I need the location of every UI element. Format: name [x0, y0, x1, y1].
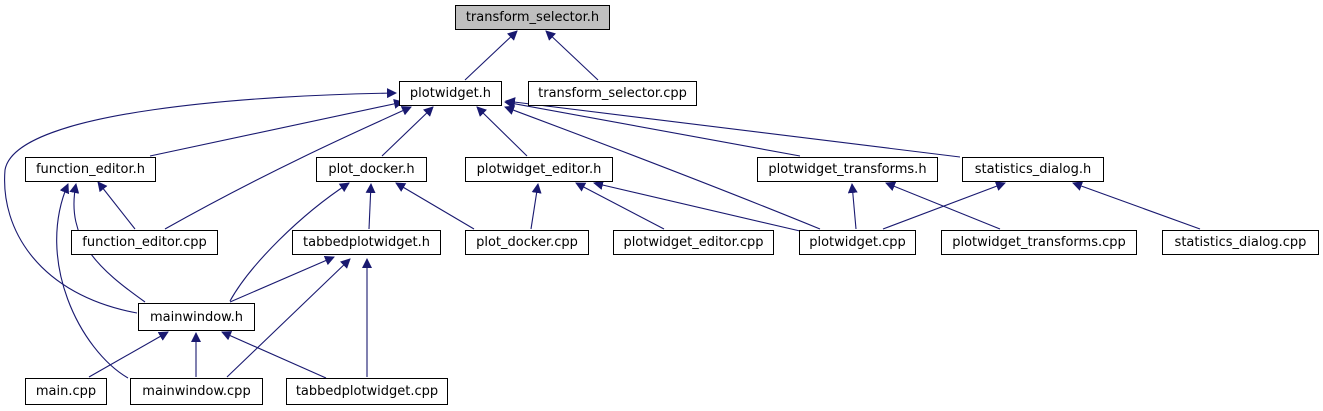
node-plotwidget-cpp[interactable]: plotwidget.cpp [799, 230, 916, 255]
node-label: plotwidget_editor.h [476, 162, 602, 177]
edge-statistics-dialog-h-to-plotwidget-h [505, 97, 961, 158]
node-mainwindow-h[interactable]: mainwindow.h [138, 303, 255, 331]
node-statistics-dialog-h[interactable]: statistics_dialog.h [962, 157, 1104, 182]
edge-plotwidget-transforms-h-to-plotwidget-h [504, 98, 801, 157]
edge-plotwidget-h-to-transform-selector-h [464, 30, 518, 81]
edge-transform-selector-cpp-to-transform-selector-h [545, 30, 599, 81]
node-label: transform_selector.cpp [538, 86, 687, 101]
edge-plot-docker-cpp-to-plotwidget-editor-h [530, 183, 542, 230]
edge-main-cpp-to-mainwindow-h [88, 331, 169, 378]
node-label: main.cpp [35, 384, 97, 399]
node-main-cpp[interactable]: main.cpp [25, 378, 107, 405]
node-label: function_editor.h [35, 162, 146, 177]
edge-function-editor-h-to-plotwidget-h [149, 98, 404, 157]
edge-tabbedplotwidget-h-to-plot-docker-h [365, 183, 376, 230]
node-plotwidget-transforms-h[interactable]: plotwidget_transforms.h [757, 157, 938, 182]
edge-mainwindow-h-to-tabbedplotwidget-h [229, 255, 335, 303]
edge-function-editor-cpp-to-function-editor-h [97, 181, 136, 230]
node-plotwidget-editor-h[interactable]: plotwidget_editor.h [465, 157, 613, 182]
node-plot-docker-h[interactable]: plot_docker.h [316, 157, 427, 182]
node-label: plotwidget.cpp [809, 235, 906, 250]
edge-mainwindow-h-to-plotwidget-h [4, 88, 397, 314]
node-transform-selector-cpp[interactable]: transform_selector.cpp [528, 81, 697, 106]
edge-plot-docker-cpp-to-plot-docker-h [395, 182, 475, 230]
node-label: plotwidget_transforms.h [768, 162, 927, 177]
node-label: mainwindow.h [150, 309, 243, 325]
edge-plotwidget-cpp-to-plotwidget-editor-h [593, 180, 801, 232]
node-mainwindow-cpp[interactable]: mainwindow.cpp [130, 378, 263, 405]
node-transform-selector-h: transform_selector.h [455, 5, 610, 30]
node-statistics-dialog-cpp[interactable]: statistics_dialog.cpp [1162, 230, 1319, 255]
node-plotwidget-transforms-cpp[interactable]: plotwidget_transforms.cpp [941, 230, 1137, 255]
node-tabbedplotwidget-cpp[interactable]: tabbedplotwidget.cpp [286, 378, 448, 405]
edge-plotwidget-cpp-to-plotwidget-transforms-h [847, 183, 858, 230]
edge-plotwidget-editor-h-to-plotwidget-h [476, 106, 528, 157]
edge-mainwindow-h-to-plot-docker-h [229, 182, 350, 302]
node-label: function_editor.cpp [82, 235, 207, 250]
node-plotwidget-h[interactable]: plotwidget.h [399, 81, 502, 106]
edge-statistics-dialog-cpp-to-statistics-dialog-h [1072, 181, 1201, 230]
node-plot-docker-cpp[interactable]: plot_docker.cpp [465, 230, 589, 255]
node-label: plot_docker.cpp [476, 235, 578, 250]
node-label: plotwidget_transforms.cpp [952, 235, 1126, 250]
node-label: statistics_dialog.h [974, 162, 1092, 177]
edge-plotwidget-cpp-to-plotwidget-h [504, 105, 821, 230]
node-label: plot_docker.h [328, 162, 415, 177]
edge-plotwidget-cpp-to-statistics-dialog-h [882, 181, 1006, 230]
node-label: mainwindow.cpp [142, 384, 251, 399]
edge-plotwidget-editor-cpp-to-plotwidget-editor-h [575, 182, 665, 230]
node-function-editor-cpp[interactable]: function_editor.cpp [71, 230, 218, 255]
node-plotwidget-editor-cpp[interactable]: plotwidget_editor.cpp [613, 230, 774, 255]
node-tabbedplotwidget-h[interactable]: tabbedplotwidget.h [292, 230, 441, 255]
edge-tabbedplotwidget-cpp-to-mainwindow-h [221, 331, 327, 379]
node-label: tabbedplotwidget.cpp [295, 384, 439, 399]
node-function-editor-h[interactable]: function_editor.h [25, 157, 156, 182]
edge-function-editor-cpp-to-plotwidget-h [164, 106, 412, 230]
edge-plot-docker-h-to-plotwidget-h [381, 106, 434, 157]
edge-mainwindow-cpp-to-tabbedplotwidget-h [226, 258, 351, 378]
node-label: plotwidget.h [409, 86, 492, 101]
node-label: transform_selector.h [465, 10, 600, 25]
node-label: plotwidget_editor.cpp [623, 235, 764, 250]
node-label: tabbedplotwidget.h [303, 235, 430, 250]
node-label: statistics_dialog.cpp [1174, 235, 1307, 250]
